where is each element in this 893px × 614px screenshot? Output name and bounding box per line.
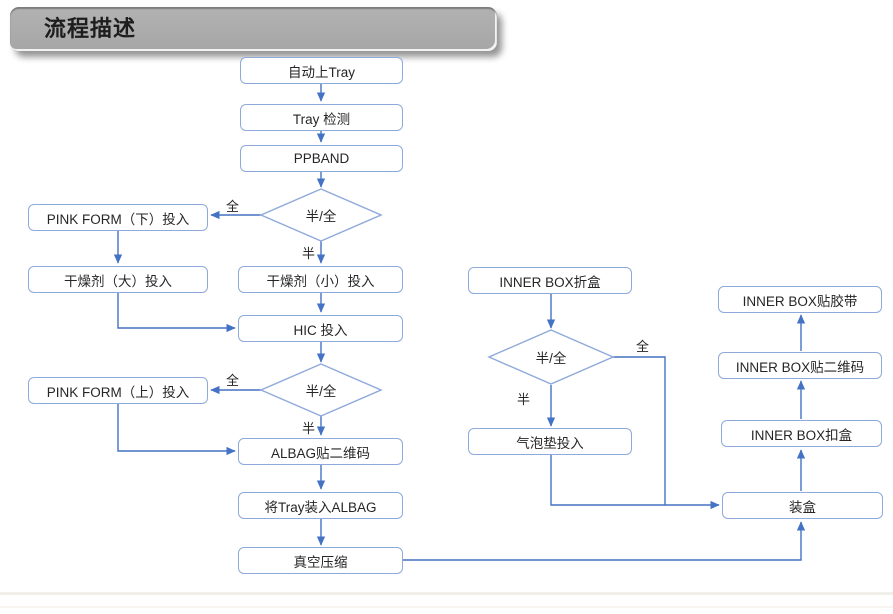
node-inner-box-lock: INNER BOX扣盒 [721, 420, 882, 447]
node-inner-box-fold: INNER BOX折盒 [468, 267, 632, 294]
bottom-divider-line [0, 592, 893, 595]
arrow-vacuum-packbox [403, 521, 806, 561]
line-decision3-full-branch [613, 356, 666, 505]
decision1-label: 半/全 [305, 209, 337, 224]
bottom-divider-line-2 [0, 606, 893, 608]
node-ppband: PPBAND [240, 145, 403, 172]
node-pink-form-up: PINK FORM（上）投入 [28, 377, 208, 404]
node-inner-box-qr: INNER BOX贴二维码 [718, 352, 882, 379]
node-inner-box-tape: INNER BOX贴胶带 [718, 286, 882, 313]
branch-label-full-3: 全 [636, 339, 650, 354]
branch-label-full-1: 全 [226, 199, 240, 214]
decision1-diamond [259, 188, 383, 242]
decision3-diamond [487, 329, 615, 385]
arrow-bubble-packbox [550, 455, 720, 510]
branch-label-half-1: 半 [302, 246, 316, 261]
arrow-pinkformup-albag [117, 404, 236, 456]
node-dry-small: 干燥剂（小）投入 [238, 266, 403, 293]
title-banner: 流程描述 [10, 7, 497, 51]
node-tray-check: Tray 检测 [240, 104, 403, 131]
node-albag-qr: ALBAG贴二维码 [238, 438, 403, 465]
node-tray-into-albag: 将Tray装入ALBAG [238, 492, 403, 519]
node-bubble-pad: 气泡垫投入 [468, 428, 632, 455]
node-pink-form-down: PINK FORM（下）投入 [28, 204, 208, 231]
node-pack-box: 装盒 [722, 492, 883, 519]
branch-label-full-2: 全 [226, 373, 240, 388]
page-title: 流程描述 [44, 16, 137, 41]
node-dry-large: 干燥剂（大）投入 [28, 266, 208, 293]
node-auto-tray: 自动上Tray [240, 57, 403, 84]
decision2-diamond [259, 363, 383, 417]
branch-label-half-2: 半 [302, 421, 316, 436]
branch-label-half-3: 半 [517, 392, 531, 407]
node-hic: HIC 投入 [238, 315, 403, 342]
node-vacuum: 真空压缩 [238, 547, 403, 574]
arrow-drylarge-hic [117, 293, 236, 333]
decision2-label: 半/全 [305, 384, 337, 399]
decision3-label: 半/全 [535, 351, 567, 366]
